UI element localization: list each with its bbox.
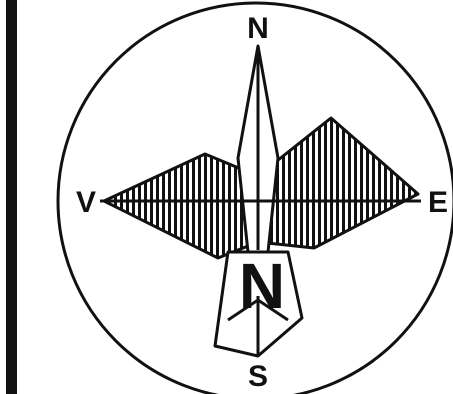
north-label: N <box>247 12 269 45</box>
south-label: S <box>248 360 268 393</box>
east-label: E <box>428 186 448 219</box>
left-border-bar <box>6 0 17 394</box>
west-label: V <box>76 186 96 219</box>
center-n-letter: N <box>239 250 285 322</box>
